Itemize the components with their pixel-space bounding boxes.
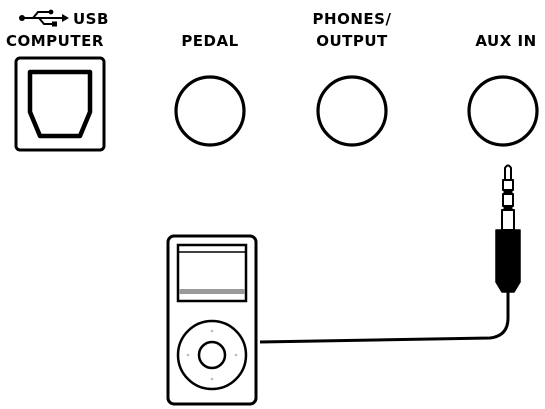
player-screen-band	[179, 289, 245, 294]
usb-computer-label: USB COMPUTER	[6, 9, 109, 50]
usb-icon	[19, 9, 69, 27]
player-center-button	[197, 340, 227, 370]
audio-cable	[259, 292, 510, 344]
pedal-jack	[174, 75, 246, 147]
usb-port	[14, 56, 106, 152]
phones-output-jack	[316, 75, 388, 147]
usb-label: USB	[73, 10, 109, 28]
aux-in-label: AUX IN	[475, 32, 536, 50]
aux-in-jack	[467, 75, 539, 147]
player-wheel-marks	[186, 329, 238, 381]
media-player-icon	[166, 234, 258, 406]
audio-plug-icon	[495, 164, 521, 293]
output-label: OUTPUT	[316, 32, 388, 50]
phones-label: PHONES/	[313, 10, 392, 28]
computer-label: COMPUTER	[6, 32, 104, 50]
pedal-label: PEDAL	[181, 32, 238, 50]
